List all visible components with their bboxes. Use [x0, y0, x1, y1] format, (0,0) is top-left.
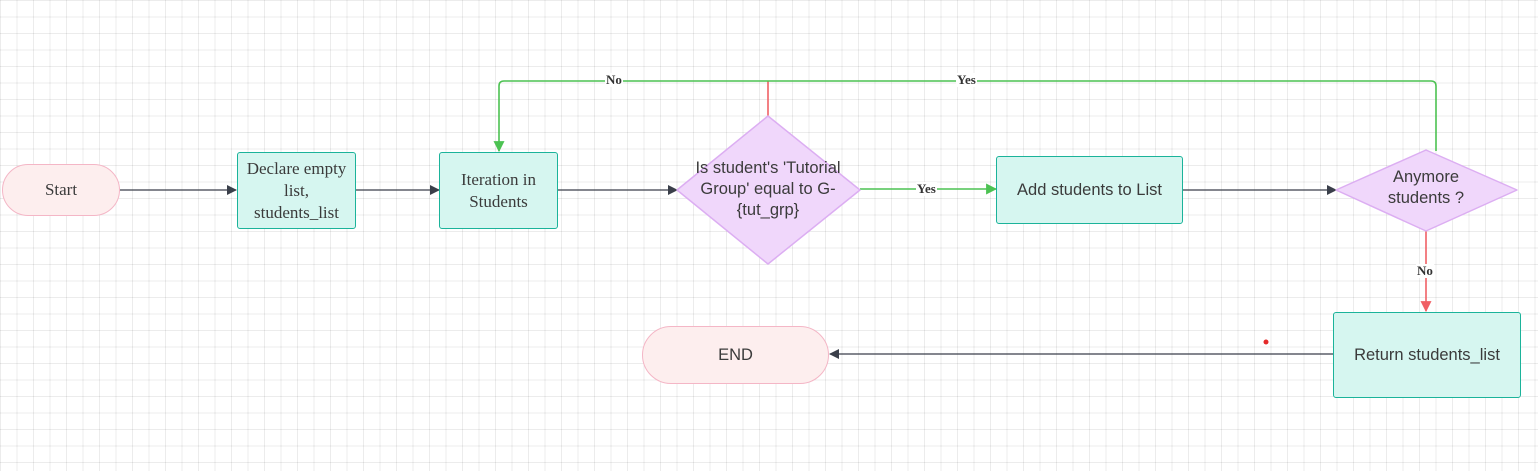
add-students-process[interactable]: Add students to List	[996, 156, 1183, 224]
declare-label: Declare empty list, students_list	[246, 158, 347, 222]
return-process[interactable]: Return students_list	[1333, 312, 1521, 398]
edge-decision-no-to-iteration	[493, 80, 768, 153]
edge-anymore-yes-to-iteration	[768, 80, 1437, 151]
decision-anymore-students-label: Anymore students ?	[1387, 168, 1465, 207]
decision-tutorial-group-label: Is student's 'Tutorial Group' equal to G…	[695, 158, 841, 219]
decision-anymore-students-shape[interactable]	[1335, 149, 1518, 232]
end-label: END	[718, 345, 753, 364]
edge-label-group-no: No	[605, 72, 623, 87]
edge-label-group-yes: Yes	[916, 181, 937, 196]
stray-dot	[1263, 339, 1269, 345]
end-terminal[interactable]: END	[642, 326, 829, 384]
iteration-process[interactable]: Iteration in Students	[439, 152, 558, 229]
declare-process[interactable]: Declare empty list, students_list	[237, 152, 356, 229]
iteration-label: Iteration in Students	[460, 169, 537, 211]
start-terminal[interactable]: Start	[2, 164, 120, 216]
edge-label-more-yes: Yes	[956, 72, 977, 87]
return-label: Return students_list	[1354, 345, 1500, 364]
edge-label-more-no: No	[1416, 263, 1434, 278]
start-label: Start	[44, 180, 78, 199]
add-students-label: Add students to List	[1017, 180, 1162, 199]
decision-tutorial-group-shape[interactable]	[676, 115, 861, 265]
